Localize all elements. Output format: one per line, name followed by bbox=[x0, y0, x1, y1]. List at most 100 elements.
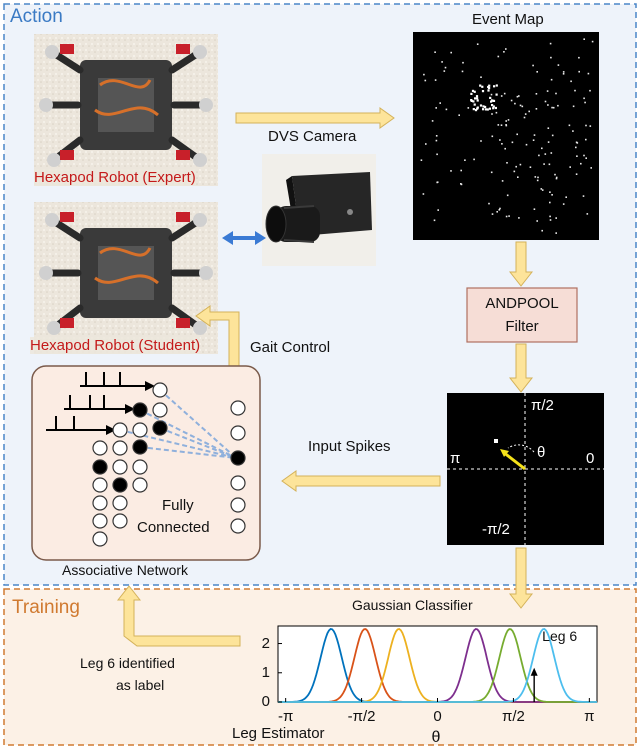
neuron bbox=[112, 477, 128, 493]
event-dot bbox=[551, 134, 554, 137]
event-dot bbox=[467, 107, 470, 109]
event-dot bbox=[425, 143, 427, 145]
event-dot bbox=[565, 196, 567, 198]
event-dot bbox=[491, 213, 494, 215]
event-dot bbox=[586, 213, 589, 215]
event-dot bbox=[433, 219, 436, 222]
event-map-image bbox=[413, 32, 599, 240]
event-dot bbox=[436, 153, 438, 156]
x-axis-label: θ bbox=[431, 729, 441, 746]
event-dot bbox=[503, 92, 506, 95]
dvs-camera-label: DVS Camera bbox=[268, 128, 357, 145]
event-dot bbox=[583, 97, 585, 100]
event-dot bbox=[524, 113, 527, 115]
event-dot bbox=[562, 71, 565, 73]
event-dot bbox=[497, 55, 500, 58]
connection-line bbox=[159, 427, 237, 459]
event-dot bbox=[519, 104, 522, 107]
event-dot bbox=[480, 76, 482, 78]
event-dot bbox=[578, 70, 580, 73]
event-dot bbox=[504, 147, 506, 150]
event-dot bbox=[435, 139, 438, 142]
event-dot bbox=[490, 93, 493, 96]
event-dot bbox=[541, 189, 544, 191]
event-dot bbox=[552, 106, 555, 109]
andpool-label-line1: ANDPOOL bbox=[485, 295, 559, 312]
event-dot bbox=[534, 176, 537, 178]
event-dot bbox=[473, 103, 476, 106]
event-dot bbox=[497, 124, 500, 126]
event-dot bbox=[434, 51, 436, 53]
event-dot bbox=[529, 166, 532, 168]
event-dot bbox=[492, 99, 496, 102]
event-dot bbox=[505, 124, 508, 127]
robot-student-caption: Hexapod Robot (Student) bbox=[30, 337, 201, 354]
neuron bbox=[92, 440, 108, 456]
connection-line bbox=[139, 446, 237, 459]
event-dot bbox=[547, 141, 550, 143]
event-dot bbox=[511, 141, 514, 144]
event-dot bbox=[541, 147, 543, 150]
event-dot bbox=[532, 64, 534, 67]
event-dot bbox=[584, 101, 586, 104]
event-dot bbox=[554, 173, 556, 176]
event-dot bbox=[570, 80, 572, 83]
neuron bbox=[92, 495, 108, 511]
event-dot bbox=[495, 84, 498, 87]
event-dot bbox=[508, 215, 510, 217]
y-tick-label: 2 bbox=[261, 634, 270, 652]
event-dot bbox=[491, 135, 494, 138]
event-dot bbox=[536, 71, 538, 73]
event-dot bbox=[491, 113, 493, 115]
event-dot bbox=[557, 104, 559, 107]
event-dot bbox=[460, 183, 462, 185]
x-tick-label: -π bbox=[277, 708, 294, 725]
event-dot bbox=[493, 85, 496, 88]
event-dot bbox=[470, 99, 473, 102]
polar-plot bbox=[447, 393, 604, 545]
event-dot bbox=[474, 97, 477, 100]
neuron bbox=[92, 477, 108, 493]
event-dot bbox=[555, 176, 558, 179]
event-dot bbox=[472, 108, 475, 111]
event-dot bbox=[431, 120, 434, 122]
event-dot bbox=[555, 232, 557, 234]
event-dot bbox=[575, 146, 577, 149]
label-feedback-arrow bbox=[116, 585, 241, 647]
leg-estimator-label: Leg Estimator bbox=[232, 725, 325, 742]
event-dot bbox=[568, 124, 571, 127]
spike-arrowhead bbox=[145, 381, 155, 391]
event-dot bbox=[495, 111, 498, 114]
event-dot bbox=[533, 208, 536, 210]
fully-label: Fully bbox=[162, 497, 194, 514]
event-dot bbox=[486, 108, 489, 111]
event-dot bbox=[492, 105, 495, 108]
event-dot bbox=[516, 133, 518, 136]
event-dot bbox=[423, 73, 425, 76]
event-dot bbox=[491, 99, 494, 102]
event-dot bbox=[422, 193, 425, 195]
event-dot bbox=[482, 105, 485, 108]
event-dot bbox=[488, 84, 491, 87]
event-dot bbox=[439, 102, 441, 104]
event-dot bbox=[487, 85, 490, 89]
event-dot bbox=[473, 90, 476, 93]
event-dot bbox=[538, 154, 540, 157]
event-dot bbox=[535, 108, 538, 110]
event-dot bbox=[505, 48, 507, 50]
neuron bbox=[112, 513, 128, 529]
event-dot bbox=[487, 89, 490, 92]
event-dot bbox=[450, 170, 452, 172]
event-dot bbox=[516, 95, 519, 98]
x-tick-label: π/2 bbox=[501, 708, 525, 725]
x-tick-label: π bbox=[584, 708, 595, 725]
event-dot bbox=[549, 215, 551, 218]
event-dot bbox=[461, 70, 464, 73]
neuron bbox=[112, 495, 128, 511]
event-dot bbox=[501, 180, 504, 182]
neuron bbox=[112, 440, 128, 456]
event-dot bbox=[443, 70, 446, 72]
event-dot bbox=[506, 162, 508, 164]
neuron bbox=[230, 475, 246, 491]
leg6-identified-line2: as label bbox=[116, 677, 165, 693]
